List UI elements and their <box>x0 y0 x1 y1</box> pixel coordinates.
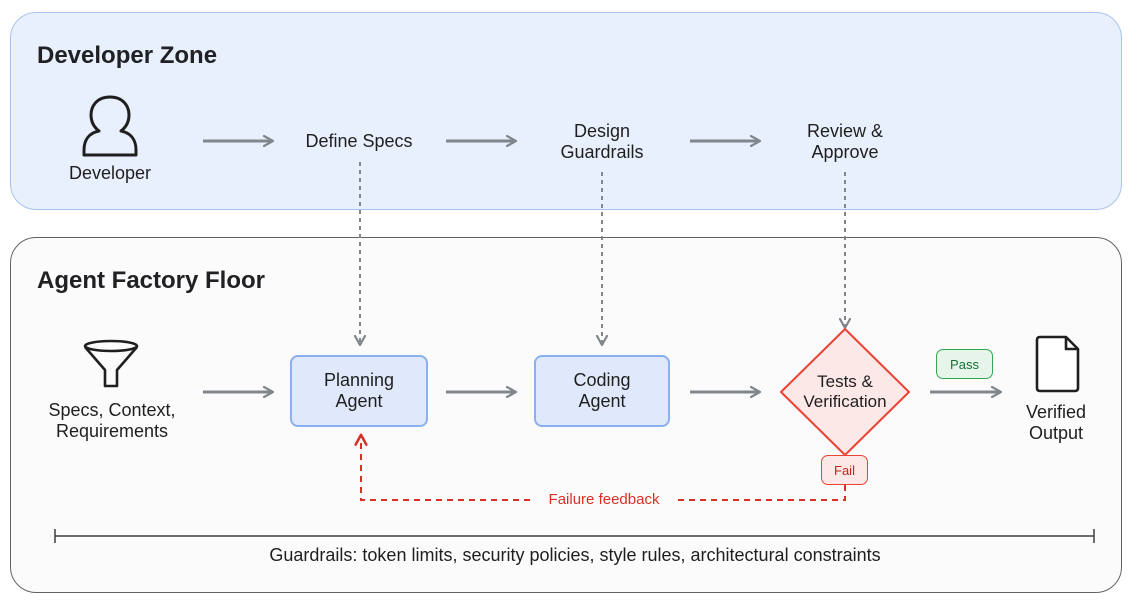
planning-agent-box: Planning Agent <box>290 355 428 427</box>
step-define-specs: Define Specs <box>305 131 413 151</box>
pass-badge: Pass <box>936 349 993 379</box>
funnel-icon <box>83 339 139 388</box>
verified-output-label: Verified Output <box>1025 402 1087 443</box>
developer-zone <box>10 12 1122 210</box>
person-icon <box>82 95 138 157</box>
input-label: Specs, Context, Requirements <box>48 400 176 441</box>
planning-agent-label: Planning Agent <box>323 370 395 411</box>
failure-feedback-label: Failure feedback <box>532 490 676 510</box>
document-icon <box>1035 335 1080 393</box>
step-review-approve: Review & Approve <box>806 121 884 162</box>
developer-zone-title: Developer Zone <box>37 42 218 69</box>
coding-agent-label: Coding Agent <box>573 370 631 411</box>
guardrails-description: Guardrails: token limits, security polic… <box>269 545 881 565</box>
developer-label: Developer <box>68 163 152 183</box>
tests-verification-label: Tests & Verification <box>803 372 887 411</box>
coding-agent-box: Coding Agent <box>534 355 670 427</box>
factory-floor-title: Agent Factory Floor <box>37 267 266 294</box>
step-design-guardrails: Design Guardrails <box>560 121 644 162</box>
fail-badge: Fail <box>821 455 868 485</box>
